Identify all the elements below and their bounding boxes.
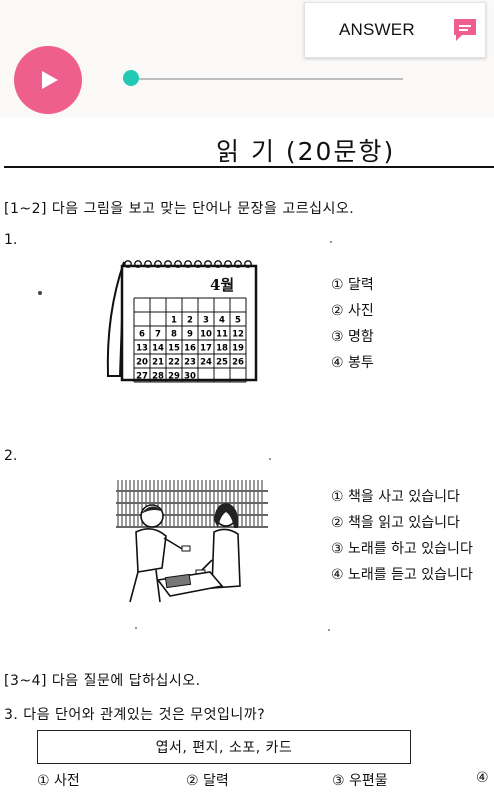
calendar-ring — [154, 260, 162, 268]
calendar-day: 15 — [168, 344, 180, 354]
answer-label: ANSWER — [339, 20, 415, 39]
calendar-day: 12 — [232, 330, 244, 340]
calendar-day: 3 — [203, 316, 209, 326]
calendar-ring — [204, 260, 212, 268]
calendar-day: 30 — [184, 372, 196, 382]
option-2[interactable]: ② 책을 읽고 있습니다 — [331, 515, 460, 531]
exam-page: 읽 기 (20문항) [1~2] 다음 그림을 보고 맞는 단어나 문장을 고르… — [0, 118, 494, 800]
option-4[interactable]: ④ 봉투 — [331, 355, 374, 371]
calendar-day: 2 — [187, 316, 193, 326]
calendar-day: 14 — [152, 344, 164, 354]
instruction-1-2: [1~2] 다음 그림을 보고 맞는 단어나 문장을 고르십시오. — [4, 201, 355, 217]
option-4[interactable]: ④ — [476, 770, 489, 786]
calendar-day: 28 — [152, 372, 164, 382]
chat-bubble-icon — [454, 19, 476, 41]
question-2-options: ① 책을 사고 있습니다 ② 책을 읽고 있습니다 ③ 노래를 하고 있습니다 … — [331, 484, 473, 588]
bookstore-illustration — [116, 480, 268, 603]
calendar-day: 23 — [184, 358, 196, 368]
calendar-ring — [184, 260, 192, 268]
calendar-day: 13 — [136, 344, 148, 354]
calendar-day: 26 — [232, 358, 244, 368]
calendar-day: 20 — [136, 358, 148, 368]
option-4[interactable]: ④ 노래를 듣고 있습니다 — [331, 567, 473, 583]
option-1[interactable]: ① 책을 사고 있습니다 — [331, 489, 460, 505]
calendar-day: 7 — [155, 330, 161, 340]
section-title: 읽 기 (20문항) — [216, 137, 396, 166]
calendar-day: 25 — [216, 358, 228, 368]
option-1[interactable]: ① 사전 — [37, 773, 80, 789]
calendar-month: 4월 — [210, 276, 234, 294]
question-1-options: ① 달력 ② 사진 ③ 명함 ④ 봉투 — [331, 272, 374, 376]
option-2[interactable]: ② 달력 — [186, 773, 229, 789]
calendar-day: 29 — [168, 372, 180, 382]
calendar-day: 17 — [200, 344, 212, 354]
calendar-day: 10 — [200, 330, 212, 340]
play-button[interactable] — [14, 46, 82, 114]
option-1[interactable]: ① 달력 — [331, 277, 374, 293]
calendar-day: 21 — [152, 358, 164, 368]
calendar-day: 11 — [216, 330, 228, 340]
calendar-day: 18 — [216, 344, 228, 354]
calendar-day: 8 — [171, 330, 177, 340]
scan-speck — [269, 458, 271, 460]
question-3-word-box: 엽서, 편지, 소포, 카드 — [37, 730, 411, 764]
calendar-day: 22 — [168, 358, 180, 368]
audio-progress-track[interactable] — [131, 78, 403, 80]
calendar-day: 5 — [235, 316, 241, 326]
scan-speck — [135, 627, 137, 629]
scan-speck — [328, 629, 330, 631]
play-icon — [42, 71, 58, 89]
calendar-ring — [244, 260, 252, 268]
calendar-ring — [194, 260, 202, 268]
calendar-day: 24 — [200, 358, 212, 368]
calendar-day: 19 — [232, 344, 244, 354]
calendar-ring — [124, 260, 132, 268]
question-3-text: 3. 다음 단어와 관계있는 것은 무엇입니까? — [4, 707, 266, 723]
calendar-day: 4 — [219, 316, 225, 326]
scan-speck — [330, 241, 332, 243]
calendar-day: 27 — [136, 372, 148, 382]
calendar-day: 1 — [171, 316, 177, 326]
calendar-day: 16 — [184, 344, 196, 354]
audio-progress-knob[interactable] — [123, 70, 139, 86]
calendar-ring — [144, 260, 152, 268]
question-1-number: 1. — [4, 232, 18, 248]
calendar-ring — [164, 260, 172, 268]
option-3[interactable]: ③ 명함 — [331, 329, 374, 345]
calendar-ring — [174, 260, 182, 268]
calendar-ring — [234, 260, 242, 268]
calendar-ring — [134, 260, 142, 268]
calendar-ring — [224, 260, 232, 268]
scan-speck — [38, 291, 42, 295]
calendar-day: 9 — [187, 330, 193, 340]
calendar-ring — [214, 260, 222, 268]
instruction-3-4: [3~4] 다음 질문에 답하십시오. — [4, 673, 201, 689]
option-2[interactable]: ② 사진 — [331, 303, 374, 319]
question-2-number: 2. — [4, 448, 18, 464]
calendar-day: 6 — [139, 330, 145, 340]
option-3[interactable]: ③ 우편물 — [332, 773, 388, 789]
option-3[interactable]: ③ 노래를 하고 있습니다 — [331, 541, 473, 557]
audio-player-bar: ANSWER — [0, 0, 494, 118]
answer-button[interactable]: ANSWER — [304, 2, 486, 58]
title-divider — [4, 166, 494, 168]
